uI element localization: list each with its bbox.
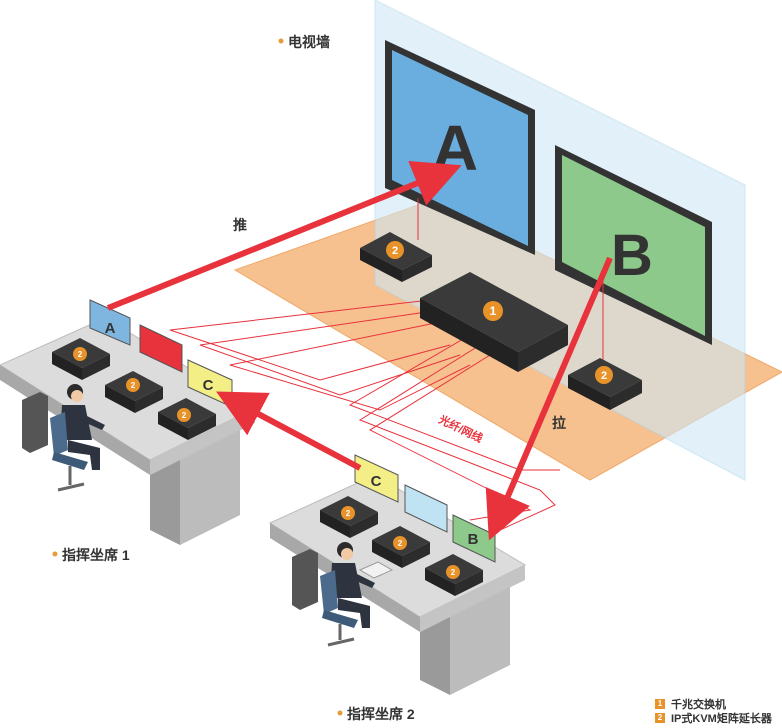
station2-extender-2: 2 — [372, 526, 430, 568]
svg-text:指挥坐席 1: 指挥坐席 1 — [62, 547, 130, 563]
svg-text:2: 2 — [398, 539, 403, 548]
kvm-extender-wall-b: 2 — [568, 358, 642, 410]
legend-text-switch: 千兆交换机 — [671, 698, 726, 711]
svg-text:2: 2 — [392, 245, 398, 257]
station1-extender-1: 2 — [52, 338, 110, 380]
legend: 1 千兆交换机 2 IP式KVM矩阵延长器 — [655, 697, 772, 725]
keyboard-icon — [358, 561, 394, 579]
station-c-arrow — [216, 391, 362, 471]
svg-text:2: 2 — [131, 381, 136, 390]
office-chair-icon — [50, 412, 88, 492]
station1-extender-3: 2 — [158, 398, 216, 440]
gigabit-switch: 1 — [420, 272, 568, 372]
legend-item-extender: 2 IP式KVM矩阵延长器 — [655, 711, 772, 725]
wall-screen-b: B — [555, 145, 712, 345]
kvm-extender-wall-a: 2 — [360, 232, 432, 282]
station2-extender-1: 2 — [320, 496, 378, 538]
station1-extender-2: 2 — [105, 371, 163, 413]
person-operator-icon — [330, 542, 375, 628]
station1-monitor-red — [139, 324, 183, 373]
person-operator-icon — [60, 384, 105, 470]
station2-label: 指挥坐席 2 — [337, 706, 415, 722]
push-arrow — [106, 160, 462, 311]
legend-text-extender: IP式KVM矩阵延长器 — [671, 712, 772, 725]
station1-monitor-a: A — [89, 299, 131, 346]
svg-text:2: 2 — [451, 568, 456, 577]
pull-arrow — [485, 256, 613, 541]
command-station-2: C B 2 2 2 — [268, 454, 527, 695]
push-label: 推 — [233, 217, 247, 233]
svg-text:A: A — [105, 320, 116, 337]
office-chair-icon — [320, 570, 358, 647]
station2-extender-3: 2 — [425, 554, 483, 596]
legend-badge-2: 2 — [655, 712, 665, 723]
svg-text:电视墙: 电视墙 — [288, 34, 330, 50]
wall-screen-b-label: B — [611, 223, 653, 288]
svg-text:C: C — [371, 473, 382, 490]
svg-text:1: 1 — [490, 304, 497, 318]
legend-badge-1: 1 — [655, 698, 665, 709]
svg-text:指挥坐席 2: 指挥坐席 2 — [347, 706, 415, 722]
pull-label: 拉 — [552, 415, 566, 431]
computer-tower-icon — [22, 392, 48, 453]
station2-monitor-b: B — [452, 514, 496, 563]
station2-monitor-c: C — [354, 454, 399, 503]
svg-text:2: 2 — [346, 509, 351, 518]
svg-text:B: B — [468, 531, 479, 548]
network-lines — [169, 198, 604, 531]
legend-item-switch: 1 千兆交换机 — [655, 697, 772, 711]
svg-text:2: 2 — [182, 411, 187, 420]
video-wall-label: 电视墙 — [278, 34, 330, 50]
station2-monitor-lightblue — [404, 484, 448, 533]
station1-label: 指挥坐席 1 — [52, 547, 130, 563]
svg-text:2: 2 — [78, 350, 83, 359]
svg-text:2: 2 — [601, 370, 607, 382]
computer-tower-icon — [292, 549, 318, 610]
svg-text:C: C — [203, 377, 214, 394]
command-station-1: A C 2 2 2 — [0, 299, 257, 545]
